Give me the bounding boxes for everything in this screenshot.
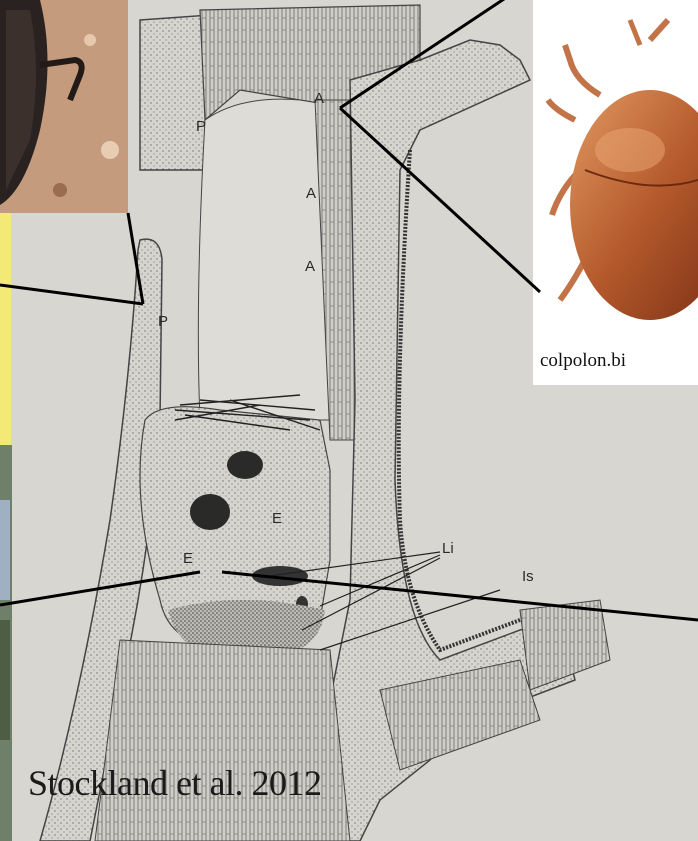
label-p-top: P bbox=[196, 118, 206, 135]
label-li: Li bbox=[442, 540, 454, 557]
beetle-photo-dark bbox=[0, 0, 128, 213]
label-e-1: E bbox=[272, 510, 282, 527]
label-e-2: E bbox=[183, 550, 193, 567]
label-a-2: A bbox=[306, 185, 316, 202]
label-a-1: A bbox=[314, 90, 324, 107]
credit-text: Stockland et al. 2012 bbox=[28, 762, 321, 804]
label-is: Is bbox=[522, 568, 534, 585]
label-p-left: P bbox=[158, 313, 168, 330]
photo-source-caption: colpolon.bi bbox=[540, 350, 626, 372]
beetle-photo-brown bbox=[533, 0, 698, 385]
label-a-3: A bbox=[305, 258, 315, 275]
